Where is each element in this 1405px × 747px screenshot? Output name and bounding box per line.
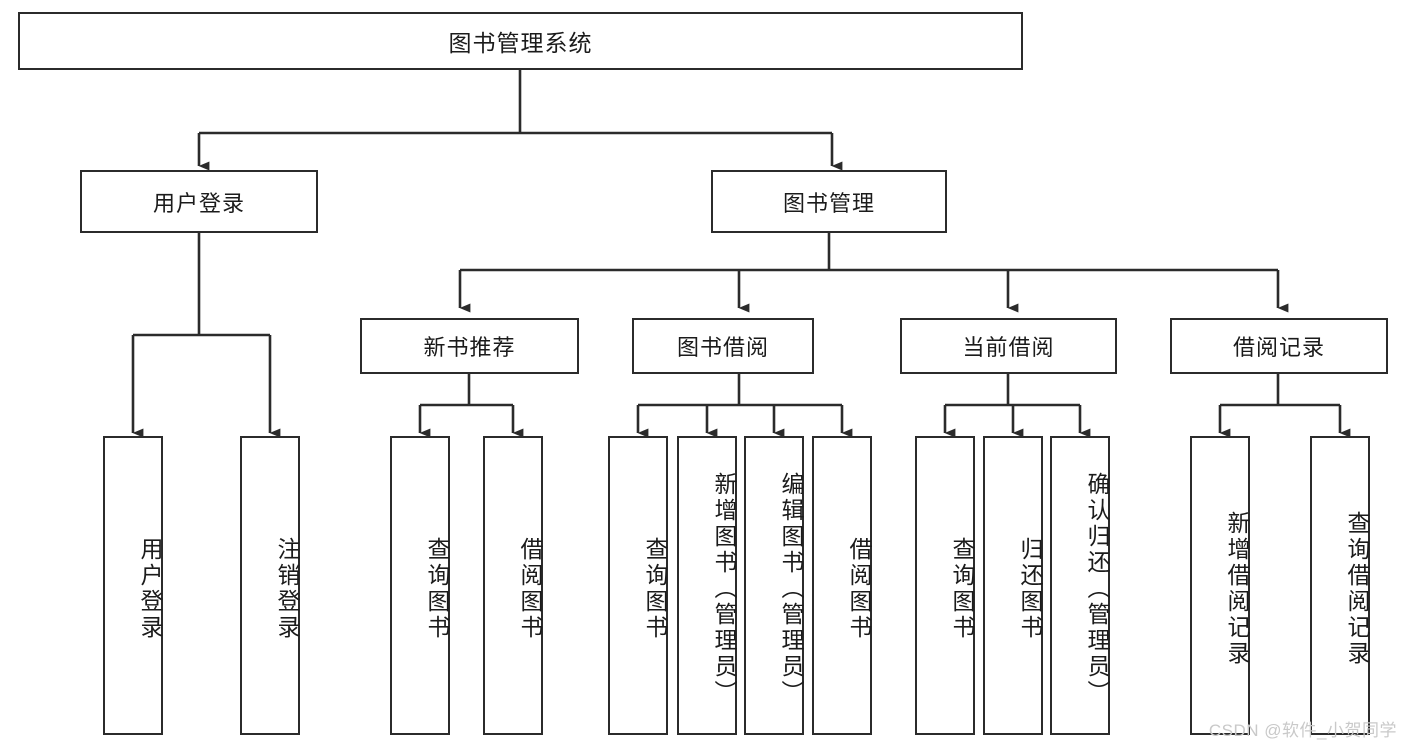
leaf-query-book-borrow[interactable]: 查询图书 bbox=[608, 436, 668, 735]
node-label: 图书管理系统 bbox=[448, 30, 593, 56]
node-label: 确认归还（管理员） bbox=[1084, 471, 1110, 706]
node-label: 新增借阅记录 bbox=[1224, 510, 1250, 667]
node-borrow-record[interactable]: 借阅记录 bbox=[1170, 318, 1388, 374]
node-label: 借阅记录 bbox=[1232, 335, 1325, 360]
node-label: 借阅图书 bbox=[517, 536, 543, 641]
node-label: 查询图书 bbox=[424, 536, 450, 641]
node-user-login[interactable]: 用户登录 bbox=[80, 170, 318, 233]
node-new-book-recommend[interactable]: 新书推荐 bbox=[360, 318, 579, 374]
node-label: 新书推荐 bbox=[423, 335, 516, 360]
node-label: 查询借阅记录 bbox=[1344, 510, 1370, 667]
node-book-management[interactable]: 图书管理 bbox=[711, 170, 947, 233]
node-label: 用户登录 bbox=[152, 190, 245, 216]
leaf-edit-book-admin[interactable]: 编辑图书（管理员） bbox=[744, 436, 804, 735]
leaf-confirm-return-admin[interactable]: 确认归还（管理员） bbox=[1050, 436, 1110, 735]
node-label: 图书管理 bbox=[782, 190, 875, 216]
leaf-query-book-new[interactable]: 查询图书 bbox=[390, 436, 450, 735]
node-label: 图书借阅 bbox=[676, 335, 769, 360]
node-label: 查询图书 bbox=[642, 536, 668, 641]
leaf-borrow-book-new[interactable]: 借阅图书 bbox=[483, 436, 543, 735]
leaf-borrow-book[interactable]: 借阅图书 bbox=[812, 436, 872, 735]
node-label: 新增图书（管理员） bbox=[711, 471, 737, 706]
leaf-logout[interactable]: 注销登录 bbox=[240, 436, 300, 735]
node-label: 用户登录 bbox=[137, 536, 163, 641]
node-label: 借阅图书 bbox=[846, 536, 872, 641]
node-book-borrow[interactable]: 图书借阅 bbox=[632, 318, 814, 374]
node-label: 归还图书 bbox=[1017, 536, 1043, 641]
leaf-query-borrow-record[interactable]: 查询借阅记录 bbox=[1310, 436, 1370, 735]
node-root-system[interactable]: 图书管理系统 bbox=[18, 12, 1023, 70]
node-label: 当前借阅 bbox=[962, 335, 1055, 360]
node-label: 查询图书 bbox=[949, 536, 975, 641]
leaf-user-login[interactable]: 用户登录 bbox=[103, 436, 163, 735]
leaf-add-borrow-record[interactable]: 新增借阅记录 bbox=[1190, 436, 1250, 735]
leaf-return-book[interactable]: 归还图书 bbox=[983, 436, 1043, 735]
node-label: 注销登录 bbox=[274, 536, 300, 641]
leaf-query-book-current[interactable]: 查询图书 bbox=[915, 436, 975, 735]
node-current-borrow[interactable]: 当前借阅 bbox=[900, 318, 1117, 374]
csdn-watermark: CSDN @软件_小贺同学 bbox=[1208, 721, 1397, 740]
leaf-add-book-admin[interactable]: 新增图书（管理员） bbox=[677, 436, 737, 735]
node-label: 编辑图书（管理员） bbox=[778, 471, 804, 706]
